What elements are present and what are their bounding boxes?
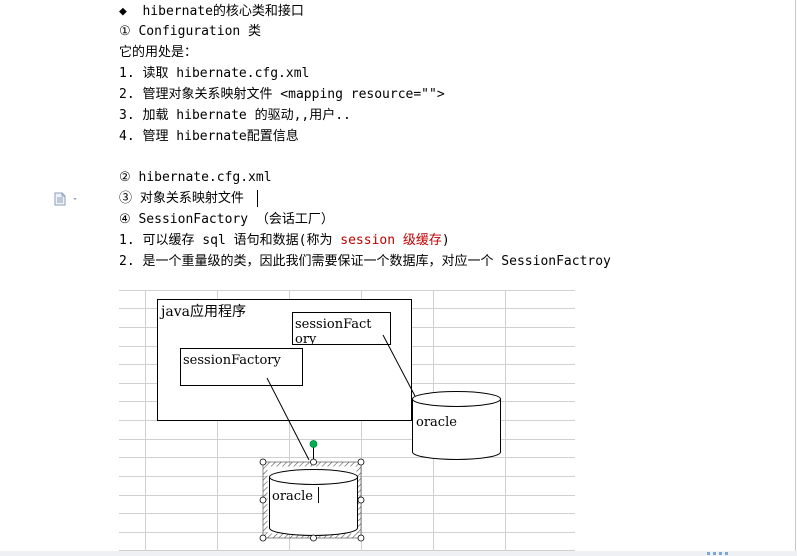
oracle-db-right[interactable]: oracle (412, 391, 501, 460)
resize-handle-tr[interactable] (357, 458, 365, 466)
oracle-db-selected[interactable]: oracle (259, 440, 365, 542)
sf-point-1-close: ) (441, 233, 450, 248)
usage-heading: 它的用处是： (119, 45, 198, 60)
item-cfg-xml: ② hibernate.cfg.xml (119, 170, 272, 185)
oracle-db-selected-label: oracle (272, 489, 313, 504)
session-factory-top-label: sessionFact (295, 317, 372, 332)
text-cursor-in-shape (318, 487, 319, 503)
rotation-handle[interactable] (309, 440, 318, 448)
item-configuration: ① Configuration 类 (119, 24, 262, 39)
resize-handle-br[interactable] (357, 534, 365, 542)
session-factory-box-inner[interactable] (180, 348, 303, 386)
usage-item-1: 1. 读取 hibernate.cfg.xml (119, 66, 310, 81)
resize-handle-tc[interactable] (310, 458, 317, 466)
session-factory-box-top[interactable] (292, 312, 391, 345)
session-cache-highlight: session 级缓存 (340, 233, 442, 248)
item-mapping-files: ③ 对象关系映射文件 (119, 191, 244, 206)
status-dot (713, 552, 716, 555)
text-cursor (257, 190, 258, 207)
page-edge (795, 0, 796, 556)
sf-point-2: 2. 是一个重量级的类，因此我们需要保证一个数据库，对应一个 SessionFa… (119, 254, 611, 269)
connector-top-to-right-db[interactable] (382, 334, 416, 397)
oracle-db-right-label: oracle (416, 415, 457, 430)
session-factory-top-label-2: ory (295, 332, 317, 347)
usage-item-2: 2. 管理对象关系映射文件 <mapping resource=""> (119, 87, 445, 102)
sf-point-1: 1. 可以缓存 sql 语句和数据(称为 session 级缓存) (119, 233, 450, 249)
item-sessionfactory: ④ SessionFactory （会话工厂） (119, 212, 334, 227)
document-dropdown-icon[interactable] (54, 191, 84, 206)
status-dot (725, 552, 728, 555)
resize-handle-tl[interactable] (259, 458, 267, 466)
drawing-canvas[interactable]: java应用程序 sessionFact ory sessionFactory … (119, 290, 575, 552)
sf-point-1-text: 1. 可以缓存 sql 语句和数据(称为 (119, 233, 341, 248)
session-factory-inner-label: sessionFactory (183, 353, 281, 368)
status-dot (707, 552, 710, 555)
usage-item-3: 3. 加载 hibernate 的驱动,,用户.. (119, 108, 351, 123)
resize-handle-bc[interactable] (310, 534, 317, 542)
java-app-label: java应用程序 (159, 303, 246, 320)
resize-handle-bl[interactable] (259, 534, 267, 542)
status-dot (719, 552, 722, 555)
heading-core-classes: ◆ hibernate的核心类和接口 (119, 4, 304, 19)
usage-item-4: 4. 管理 hibernate配置信息 (119, 129, 299, 144)
status-strip (0, 551, 797, 556)
resize-handle-ml[interactable] (259, 496, 267, 504)
connector-inner-to-bottom-db[interactable] (266, 377, 310, 461)
resize-handle-mr[interactable] (357, 496, 365, 504)
